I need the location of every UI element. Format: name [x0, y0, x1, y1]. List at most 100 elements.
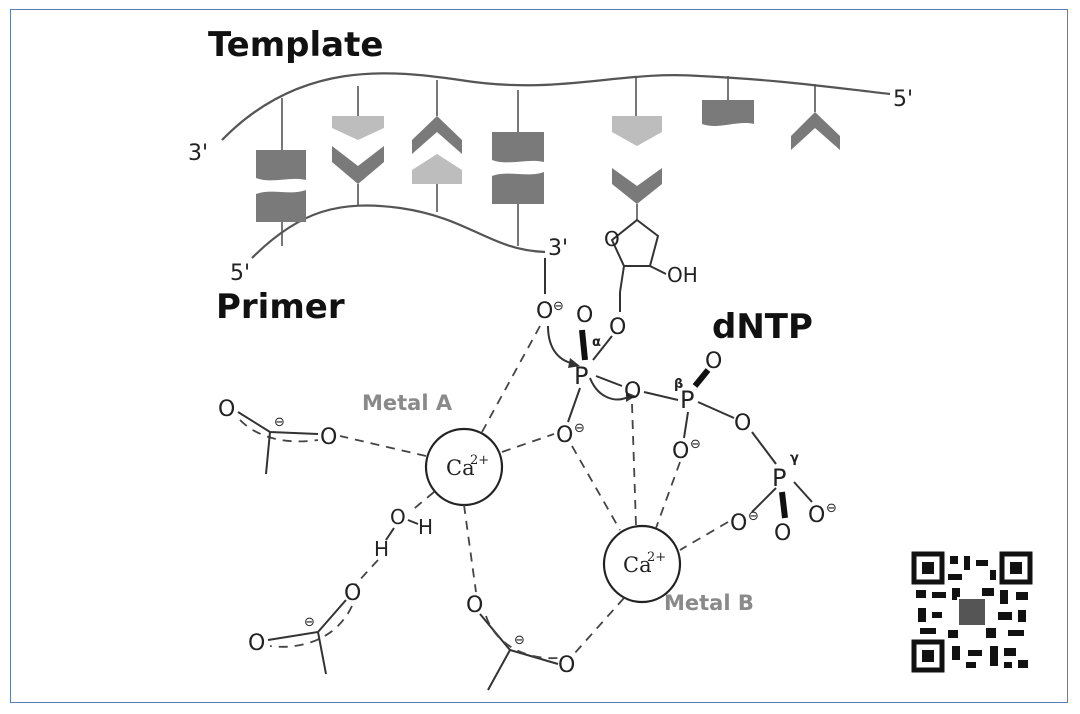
qr-code — [911, 551, 1033, 673]
gamma-o-minus-bond — [793, 481, 813, 503]
gamma-phosphorus: P — [772, 464, 786, 492]
water-hydrogen-2: H — [374, 537, 389, 561]
beta-bridge-bond — [643, 391, 679, 401]
beta-double-bond — [692, 368, 711, 388]
primer-3prime: 3' — [548, 236, 568, 261]
template-3prime: 3' — [188, 141, 208, 166]
gamma-oxo-oxygen: O — [774, 521, 791, 546]
dntp-base-chevron — [612, 168, 662, 204]
beta-gamma-bond — [697, 401, 735, 419]
gamma-oxygen-minus-left: O — [730, 511, 747, 536]
primer-base-square — [256, 190, 306, 222]
coordination-bond — [501, 433, 555, 453]
coordination-bond — [631, 403, 637, 527]
water-hydrogen-1: H — [418, 515, 433, 539]
carboxylate-3-oxygen-top: O — [466, 593, 483, 618]
primer-title: Primer — [216, 287, 345, 327]
beta-oxo-oxygen: O — [705, 349, 722, 374]
dntp-title: dNTP — [712, 307, 813, 347]
primer-oxygen-charge: ⊖ — [553, 299, 564, 314]
primer-base-chevron — [332, 146, 384, 184]
metal-b-charge: 2+ — [647, 550, 666, 565]
coordination-bond — [409, 491, 435, 513]
beta-phosphorus: P — [680, 386, 694, 414]
alpha-to-sugar-oxygen — [592, 335, 613, 361]
alpha-bridging-oxygen: O — [609, 315, 626, 340]
gamma-double-bond — [779, 491, 788, 519]
nucleophilic-attack-arrow — [547, 325, 577, 365]
gamma-o-minus-left-bond — [751, 487, 777, 513]
carboxylate-2-resonance — [269, 605, 353, 648]
alpha-oxygen-minus: O — [556, 423, 573, 448]
alpha-phosphorus: P — [574, 362, 588, 390]
water-oh-bond-2 — [385, 527, 395, 541]
carboxylate-3-oxygen-right: O — [558, 653, 575, 678]
sugar-ring — [610, 218, 660, 267]
alpha-bridge-bond — [595, 375, 623, 387]
sugar-ch2-bond — [619, 265, 625, 293]
carboxylate-2-chain — [317, 631, 327, 675]
metal-a-label: Metal A — [362, 391, 453, 415]
template-base-chevron — [412, 116, 462, 154]
carboxylate-1-charge: ⊖ — [274, 415, 285, 430]
carboxylate-2-charge: ⊖ — [304, 615, 315, 630]
metal-b-ion — [602, 524, 682, 604]
beta-symbol: β — [674, 377, 683, 392]
template-base-pentagon — [612, 116, 662, 146]
template-base-pentagon — [332, 116, 384, 140]
carboxylate-1-resonance — [239, 419, 319, 443]
water-oh-bond — [407, 519, 419, 525]
coordination-bond — [463, 504, 477, 593]
arrow-head — [626, 392, 636, 402]
carboxylate-2-oxygen-top: O — [344, 581, 361, 606]
beta-gamma-bridge-oxygen: O — [734, 411, 751, 436]
water-oxygen: O — [390, 505, 406, 529]
alpha-beta-bridge-oxygen: O — [624, 379, 641, 404]
template-title: Template — [208, 25, 383, 65]
arrow-head — [568, 358, 580, 368]
carboxylate-3-charge: ⊖ — [514, 633, 525, 648]
carboxylate-1-coordinating-oxygen: O — [320, 425, 337, 450]
gamma-oxygen-minus-right: O — [808, 503, 825, 528]
carboxylate-3-resonance — [485, 615, 559, 660]
alpha-oxygen-charge: ⊖ — [574, 421, 585, 436]
metal-b-label: Metal B — [664, 591, 754, 615]
beta-oxygen-minus: O — [672, 439, 689, 464]
alpha-o-minus-bond — [567, 387, 581, 423]
template-base-square — [256, 150, 306, 181]
metal-a-symbol: Ca — [446, 456, 475, 480]
carboxylate-2-oxygen-left: O — [248, 631, 265, 656]
carboxylate-3-chain — [487, 649, 511, 691]
alpha-oxo-oxygen: O — [576, 303, 593, 328]
sugar-hydroxyl: OH — [667, 263, 698, 287]
primer-strand — [251, 204, 546, 259]
template-base-square — [702, 100, 754, 126]
carboxylate-1-chain — [265, 431, 271, 475]
gamma-bridge-bond — [751, 431, 777, 465]
gamma-symbol: γ — [790, 451, 799, 466]
sugar-ring-oxygen: O — [604, 227, 620, 251]
alpha-double-bond — [579, 329, 588, 361]
template-5prime: 5' — [893, 87, 913, 112]
primer-base-pentagon — [412, 154, 462, 184]
coordination-bond — [573, 597, 625, 655]
primer-base-square — [492, 172, 544, 204]
beta-o-minus-bond — [683, 411, 689, 439]
template-base-chevron — [791, 112, 840, 150]
template-strand — [221, 72, 891, 141]
primer-5prime: 5' — [230, 261, 250, 286]
metal-b-symbol: Ca — [623, 553, 652, 577]
gamma-oxygen-left-charge: ⊖ — [748, 509, 759, 524]
beta-oxygen-charge: ⊖ — [690, 437, 701, 452]
coordination-bond — [679, 521, 729, 551]
primer-3prime-oxygen: O — [536, 299, 553, 324]
water-hydrogen-bond — [355, 559, 379, 585]
alpha-symbol: α — [592, 335, 601, 350]
template-base-square — [492, 132, 544, 163]
coordination-bond — [339, 435, 427, 457]
coordination-bond — [571, 445, 621, 531]
figure-frame — [10, 9, 1068, 703]
sugar-oh-bond — [649, 265, 667, 275]
gamma-oxygen-charge: ⊖ — [826, 501, 837, 516]
